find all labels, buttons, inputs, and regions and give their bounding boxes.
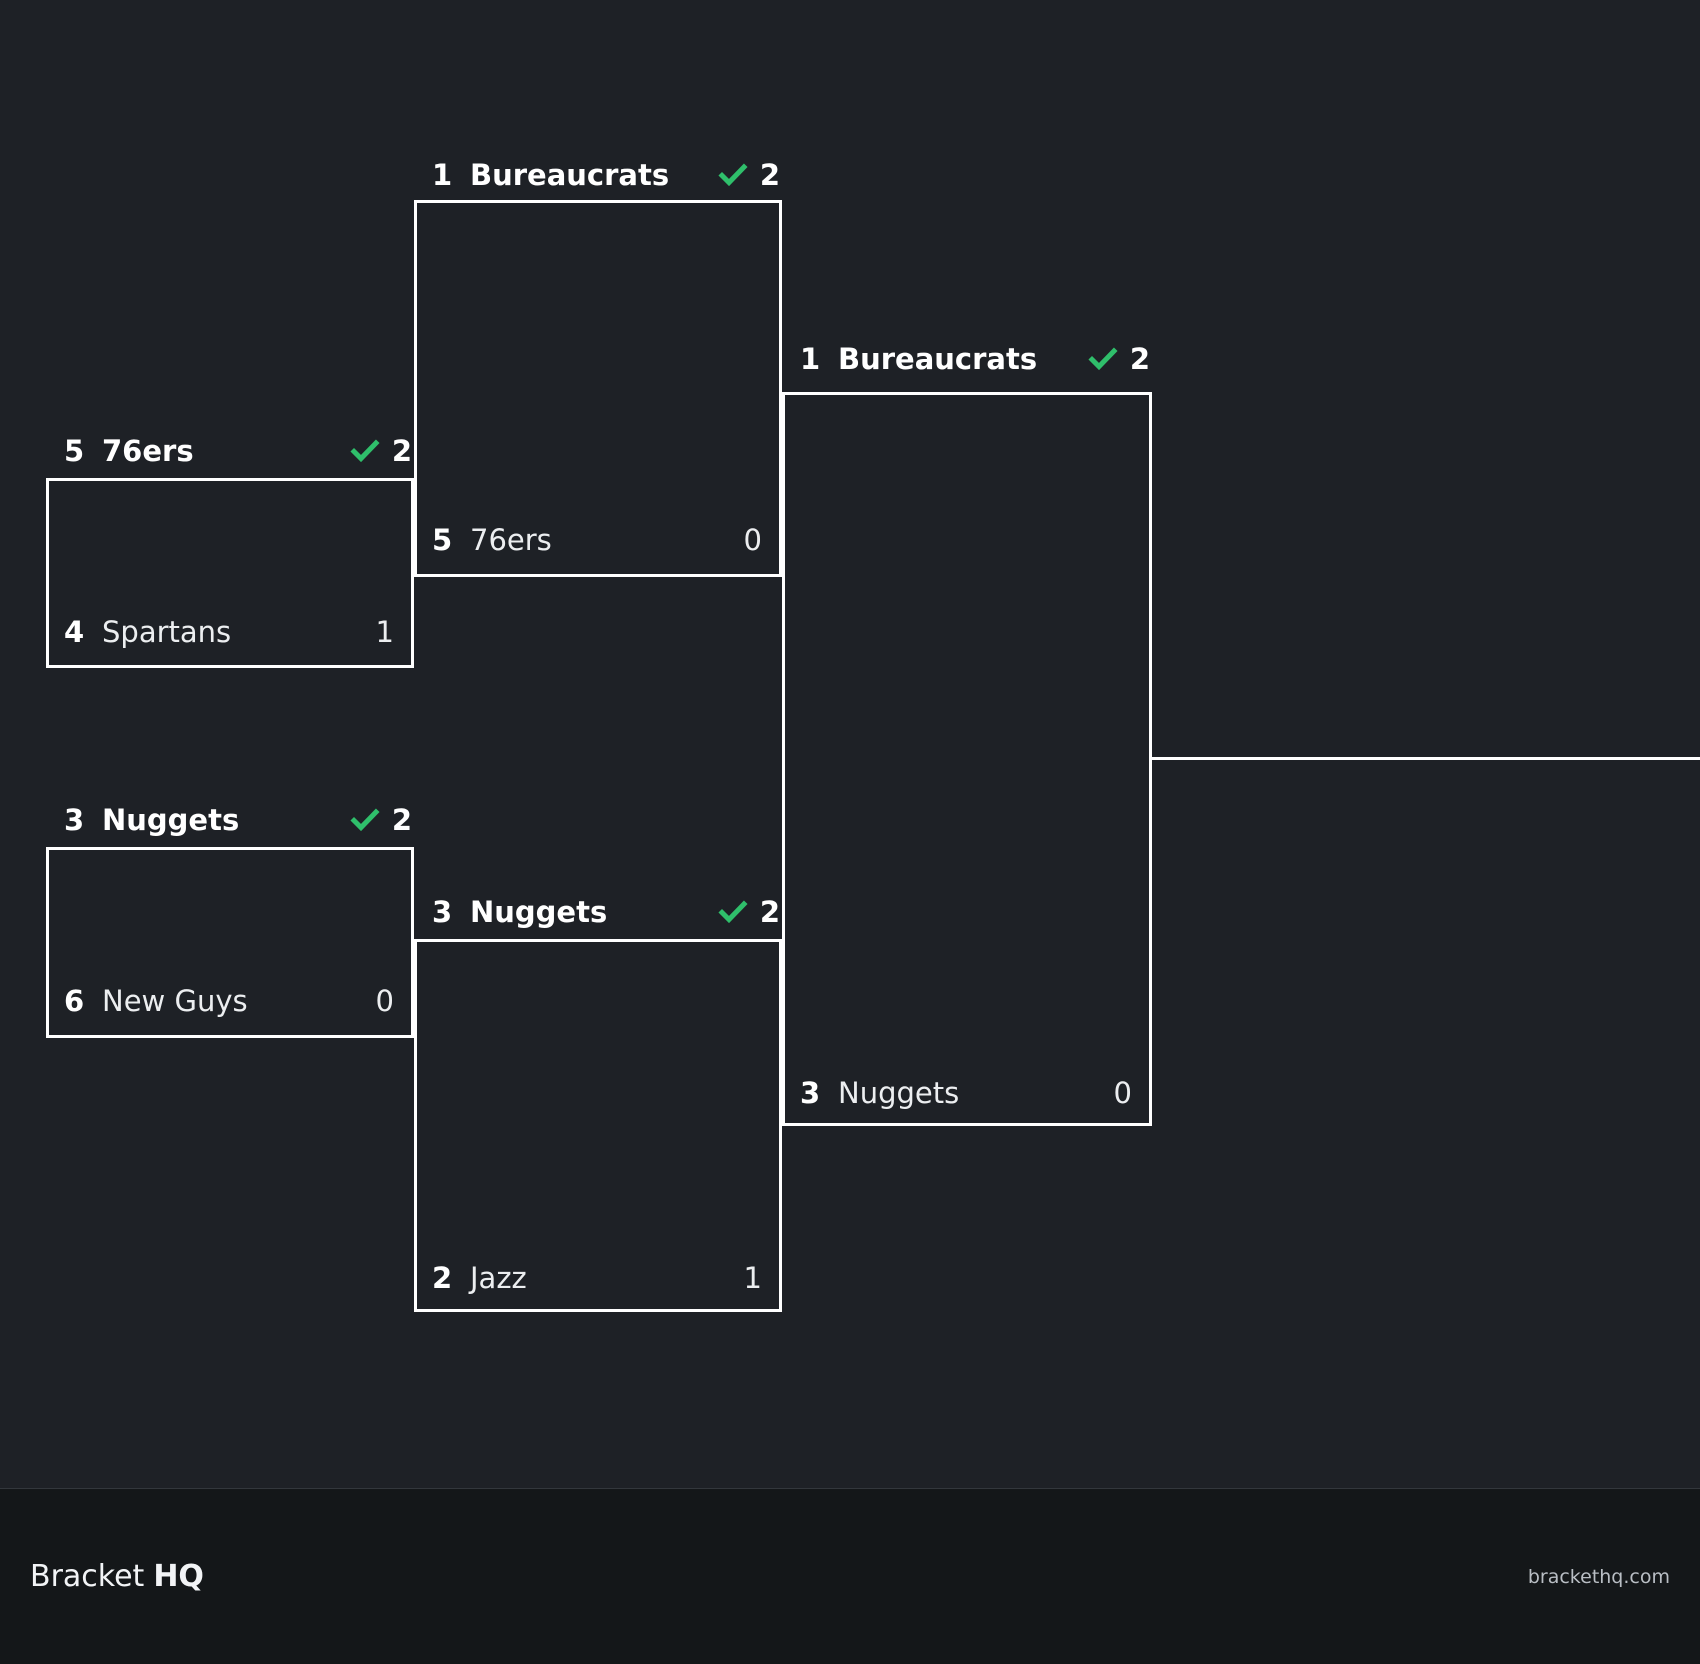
match-top-rule <box>782 392 1152 395</box>
championship-connector <box>1149 757 1700 760</box>
team-name: Bureaucrats <box>470 158 670 192</box>
bracket-team-row-winner[interactable]: 1 Bureaucrats 2 <box>800 336 1150 382</box>
team-name: Nuggets <box>102 803 240 837</box>
team-seed: 1 <box>432 158 453 192</box>
team-result: 2 <box>718 895 780 929</box>
tournament-bracket: 1 Bureaucrats 2 5 76ers 0 5 76ers 2 4 <box>46 152 1700 1312</box>
bracket-team-row-winner[interactable]: 1 Bureaucrats 2 <box>432 152 780 198</box>
match-top-rule <box>46 847 414 850</box>
check-icon <box>718 160 748 190</box>
match-box-r3-m1 <box>782 392 1152 1126</box>
brand-logo[interactable]: Bracket HQ <box>30 1559 204 1594</box>
team-score: 0 <box>743 523 762 557</box>
team-seed: 2 <box>432 1261 453 1295</box>
team-seed: 4 <box>64 615 85 649</box>
team-seed: 6 <box>64 984 85 1018</box>
team-name: Bureaucrats <box>838 342 1038 376</box>
team-score: 2 <box>391 434 412 468</box>
team-seed: 5 <box>64 434 85 468</box>
match-box-r1-m2 <box>46 847 414 1038</box>
team-name: Spartans <box>102 615 232 649</box>
check-icon <box>718 897 748 927</box>
footer-url[interactable]: brackethq.com <box>1527 1565 1670 1588</box>
team-seed: 3 <box>432 895 453 929</box>
team-seed: 5 <box>432 523 453 557</box>
bracket-team-row-loser[interactable]: 3 Nuggets 0 <box>800 1070 1132 1116</box>
brand-light-text: Bracket <box>30 1559 145 1594</box>
team-name: Jazz <box>470 1261 527 1295</box>
team-name: New Guys <box>102 984 248 1018</box>
bracket-team-row-winner[interactable]: 3 Nuggets 2 <box>64 797 412 843</box>
bracket-team-row-winner[interactable]: 5 76ers 2 <box>64 428 412 474</box>
check-icon <box>350 436 380 466</box>
team-name: 76ers <box>102 434 194 468</box>
team-result: 0 <box>1114 1076 1132 1110</box>
bracket-team-row-loser[interactable]: 2 Jazz 1 <box>432 1255 762 1301</box>
team-score: 1 <box>375 615 394 649</box>
match-right-edge <box>779 200 782 577</box>
team-name: Nuggets <box>470 895 608 929</box>
check-icon <box>350 805 380 835</box>
team-result: 2 <box>718 158 780 192</box>
team-name: Nuggets <box>838 1076 960 1110</box>
team-result: 2 <box>1088 342 1150 376</box>
team-seed: 3 <box>64 803 85 837</box>
team-score: 0 <box>375 984 394 1018</box>
team-score: 2 <box>391 803 412 837</box>
match-top-rule <box>414 939 782 942</box>
check-icon <box>1088 344 1118 374</box>
match-right-edge <box>779 939 782 1312</box>
match-right-edge <box>411 478 414 668</box>
match-top-rule <box>414 200 782 203</box>
match-box-r2-m2 <box>414 939 782 1312</box>
bracket-team-row-loser[interactable]: 6 New Guys 0 <box>64 978 394 1024</box>
team-name: 76ers <box>470 523 552 557</box>
team-result: 1 <box>376 615 394 649</box>
team-result: 0 <box>376 984 394 1018</box>
match-box-r2-m1 <box>414 200 782 577</box>
site-footer: Bracket HQ brackethq.com <box>0 1488 1700 1664</box>
team-result: 2 <box>350 803 412 837</box>
team-result: 2 <box>350 434 412 468</box>
team-result: 1 <box>744 1261 762 1295</box>
team-seed: 3 <box>800 1076 821 1110</box>
match-top-rule <box>46 478 414 481</box>
team-score: 1 <box>743 1261 762 1295</box>
match-box-r1-m1 <box>46 478 414 668</box>
team-score: 2 <box>759 158 780 192</box>
team-score: 2 <box>759 895 780 929</box>
team-result: 0 <box>744 523 762 557</box>
bracket-team-row-loser[interactable]: 4 Spartans 1 <box>64 609 394 655</box>
bracket-team-row-winner[interactable]: 3 Nuggets 2 <box>432 889 780 935</box>
match-right-edge <box>411 847 414 1038</box>
team-score: 0 <box>1113 1076 1132 1110</box>
brand-bold-text: HQ <box>153 1559 204 1594</box>
team-seed: 1 <box>800 342 821 376</box>
bracket-team-row-loser[interactable]: 5 76ers 0 <box>432 517 762 563</box>
team-score: 2 <box>1129 342 1150 376</box>
